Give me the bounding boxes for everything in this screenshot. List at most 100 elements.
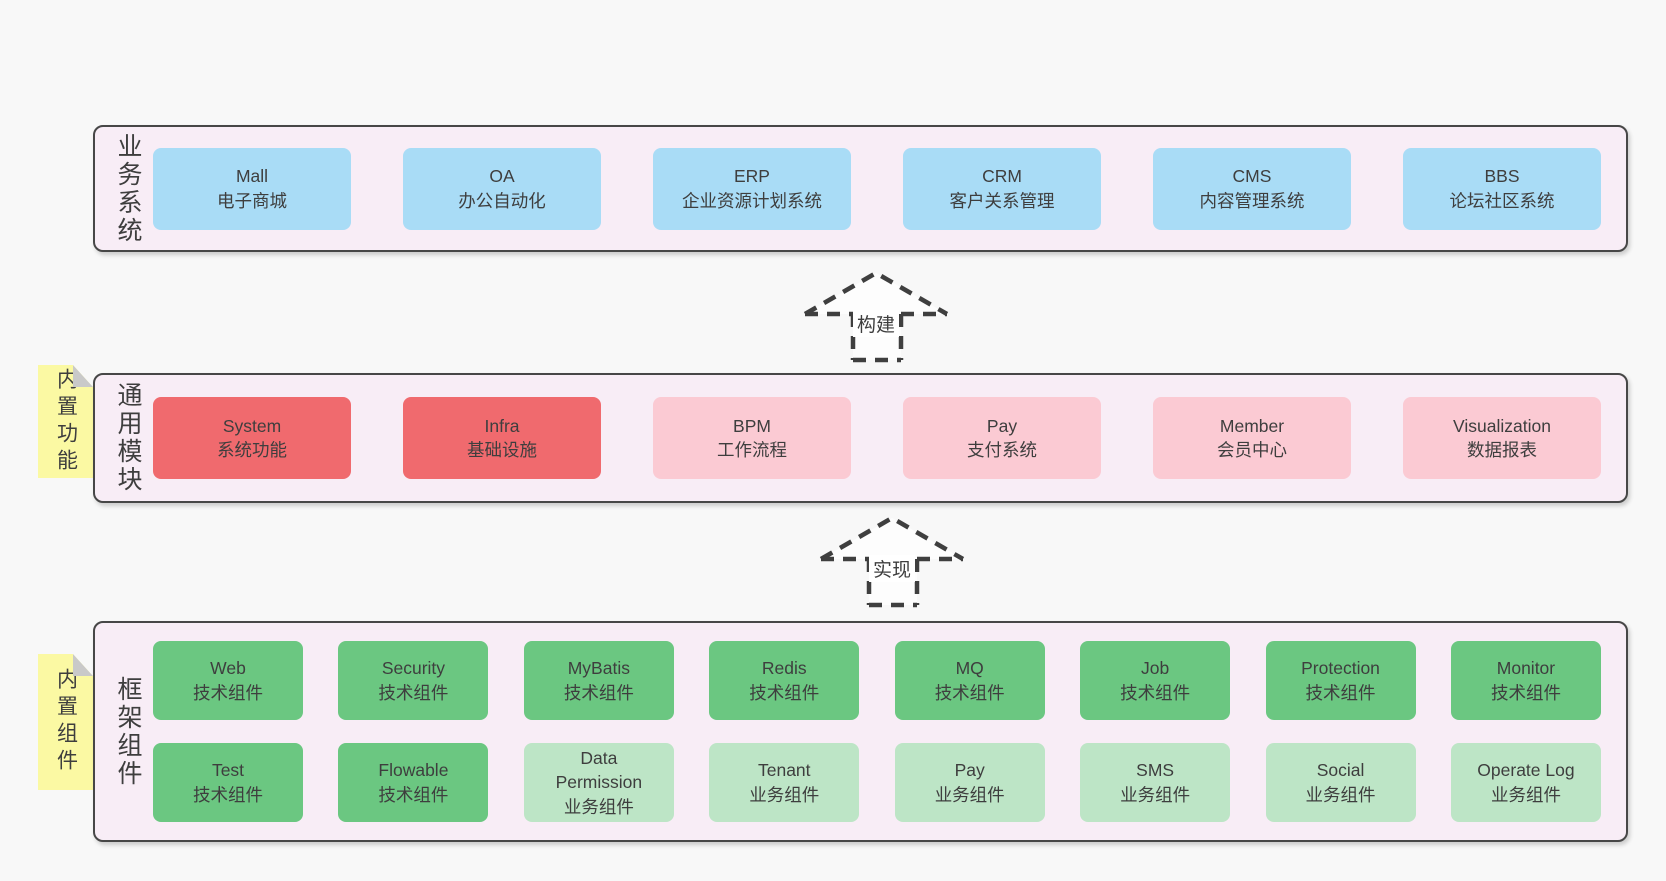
box-title: Mall bbox=[235, 166, 269, 186]
box-subtitle: 企业资源计划系统 bbox=[682, 190, 822, 211]
box-title: Web bbox=[210, 658, 246, 678]
box-bbs: BBS 论坛社区系统 bbox=[1403, 147, 1601, 230]
box-title: CMS bbox=[1232, 166, 1272, 186]
sticky-note-label: 内置功能 bbox=[54, 367, 78, 476]
box-cms: CMS 内容管理系统 bbox=[1153, 147, 1351, 230]
box-pay: Pay 业务组件 bbox=[894, 743, 1045, 822]
box-subtitle: 技术组件 bbox=[1305, 682, 1376, 703]
box-member: Member 会员中心 bbox=[1153, 397, 1351, 479]
box-title: Infra bbox=[484, 415, 520, 436]
box-title: Visualization bbox=[1453, 415, 1551, 436]
box-title: MQ bbox=[955, 658, 984, 678]
box-social: Social 业务组件 bbox=[1265, 743, 1416, 822]
box-subtitle: 技术组件 bbox=[934, 682, 1005, 703]
box-subtitle: 技术组件 bbox=[1490, 682, 1561, 703]
panel-side-label: 框架组件 bbox=[114, 675, 142, 788]
box-subtitle: 技术组件 bbox=[378, 784, 449, 805]
arrow-label: 构建 bbox=[852, 310, 900, 337]
box-subtitle: 业务组件 bbox=[934, 784, 1005, 805]
box-system: System 系统功能 bbox=[153, 397, 351, 479]
box-protection: Protection 技术组件 bbox=[1265, 641, 1416, 720]
box-subtitle: 数据报表 bbox=[1467, 440, 1537, 460]
box-job: Job 技术组件 bbox=[1080, 641, 1231, 720]
panel-side-label: 业务系统 bbox=[114, 132, 142, 245]
box-erp: ERP 企业资源计划系统 bbox=[653, 147, 851, 230]
box-title: Data Permission bbox=[555, 747, 643, 793]
box-title: CRM bbox=[982, 166, 1022, 186]
box-subtitle: 业务组件 bbox=[1305, 784, 1376, 805]
box-title: Test bbox=[211, 760, 245, 780]
box-flowable: Flowable 技术组件 bbox=[338, 743, 489, 822]
box-row: System 系统功能 Infra 基础设施 BPM 工作流程 Pay 支付系统 Member 会… bbox=[153, 397, 1601, 479]
box-subtitle: 办公自动化 bbox=[458, 190, 546, 211]
box-subtitle: 业务组件 bbox=[1490, 784, 1561, 805]
box-title: ERP bbox=[734, 166, 770, 186]
box-title: BPM bbox=[733, 415, 771, 436]
box-infra: Infra 基础设施 bbox=[403, 397, 601, 479]
box-pay: Pay 支付系统 bbox=[903, 397, 1101, 479]
arrow-up-build: 构建 bbox=[801, 268, 951, 364]
box-title: Job bbox=[1141, 658, 1170, 678]
box-bpm: BPM 工作流程 bbox=[653, 397, 851, 479]
box-subtitle: 支付系统 bbox=[967, 440, 1037, 460]
box-subtitle: 技术组件 bbox=[749, 682, 820, 703]
box-subtitle: 基础设施 bbox=[467, 440, 537, 460]
panel-common-modules: 通用模块 System 系统功能 Infra 基础设施 BPM 工作流程 Pay 支付系统 Me… bbox=[93, 373, 1628, 503]
box-title: Flowable bbox=[378, 760, 449, 780]
box-data-permission: Data Permission 业务组件 bbox=[523, 743, 674, 822]
box-subtitle: 业务组件 bbox=[563, 796, 634, 817]
sticky-fold-corner-icon bbox=[73, 654, 93, 676]
box-subtitle: 技术组件 bbox=[193, 784, 263, 805]
sticky-fold-corner-icon bbox=[73, 365, 93, 387]
box-subtitle: 电子商城 bbox=[217, 190, 287, 211]
box-crm: CRM 客户关系管理 bbox=[903, 147, 1101, 230]
box-subtitle: 会员中心 bbox=[1217, 440, 1287, 460]
panel-content: System 系统功能 Infra 基础设施 BPM 工作流程 Pay 支付系统 Member 会… bbox=[153, 397, 1626, 479]
box-subtitle: 技术组件 bbox=[193, 682, 263, 703]
box-subtitle: 业务组件 bbox=[749, 784, 820, 805]
box-operate-log: Operate Log 业务组件 bbox=[1450, 743, 1601, 822]
box-redis: Redis 技术组件 bbox=[709, 641, 860, 720]
box-test: Test 技术组件 bbox=[153, 743, 303, 822]
box-subtitle: 技术组件 bbox=[1120, 682, 1191, 703]
box-subtitle: 内容管理系统 bbox=[1199, 190, 1305, 211]
box-title: Member bbox=[1219, 415, 1285, 436]
box-subtitle: 工作流程 bbox=[717, 440, 787, 460]
box-title: BBS bbox=[1484, 166, 1520, 186]
sticky-note-builtin-features: 内置功能 bbox=[38, 365, 93, 478]
box-title: SMS bbox=[1136, 760, 1175, 780]
arrow-up-implement: 实现 bbox=[817, 513, 967, 609]
box-tenant: Tenant 业务组件 bbox=[709, 743, 860, 822]
box-title: Redis bbox=[761, 658, 807, 678]
box-subtitle: 客户关系管理 bbox=[949, 190, 1055, 211]
box-subtitle: 业务组件 bbox=[1120, 784, 1191, 805]
box-title: Pay bbox=[986, 415, 1018, 436]
box-subtitle: 系统功能 bbox=[217, 440, 287, 460]
box-title: Tenant bbox=[757, 760, 811, 780]
sticky-note-label: 内置组件 bbox=[54, 668, 78, 776]
box-title: Operate Log bbox=[1477, 760, 1575, 780]
box-title: Protection bbox=[1301, 658, 1380, 678]
box-sms: SMS 业务组件 bbox=[1080, 743, 1231, 822]
box-title: Social bbox=[1316, 760, 1365, 780]
sticky-note-builtin-components: 内置组件 bbox=[38, 654, 93, 790]
box-title: Pay bbox=[954, 760, 985, 780]
panel-side-label: 通用模块 bbox=[114, 382, 142, 494]
box-subtitle: 技术组件 bbox=[563, 682, 634, 703]
box-title: System bbox=[222, 415, 282, 436]
box-subtitle: 论坛社区系统 bbox=[1449, 190, 1555, 211]
box-subtitle: 技术组件 bbox=[378, 682, 449, 703]
box-web: Web 技术组件 bbox=[153, 641, 303, 720]
